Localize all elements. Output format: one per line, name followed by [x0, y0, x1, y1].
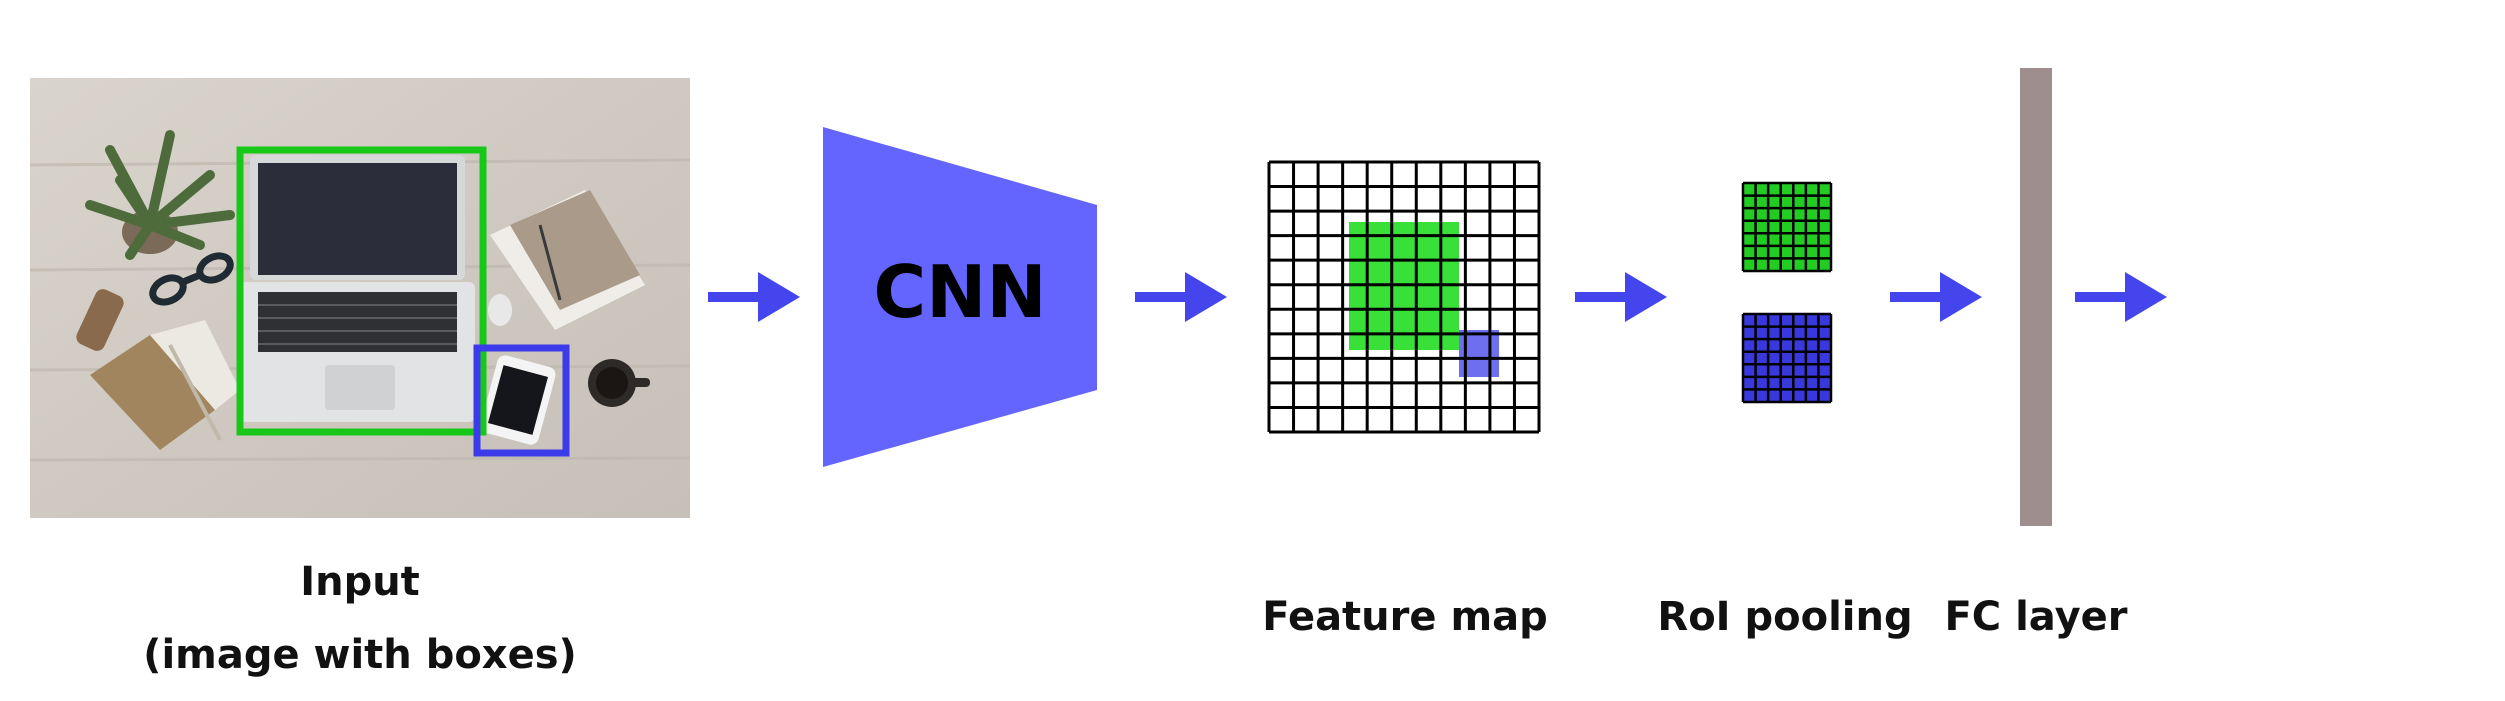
- arrow-5-icon: [2075, 272, 2167, 322]
- fc-layer-caption: FC layer: [1944, 594, 2127, 640]
- input-caption-line1: Input: [300, 559, 420, 605]
- input-caption-line2: (image with boxes): [143, 632, 577, 678]
- glasses-icon: [149, 252, 234, 306]
- fc-layer-bar: [2020, 68, 2052, 526]
- feature-map-caption: Feature map: [1262, 594, 1548, 640]
- roi-pooling-caption: RoI pooling: [1657, 594, 1912, 640]
- phone-icon: [480, 355, 556, 445]
- cnn-block: [823, 127, 1097, 467]
- arrow-4-icon: [1890, 272, 1982, 322]
- feature-map: [1267, 160, 1541, 434]
- arrow-2-icon: [1135, 272, 1227, 322]
- coffee-cup-icon: [588, 359, 650, 407]
- input-image: [29, 78, 691, 518]
- stamp-icon: [76, 289, 124, 351]
- plant-icon: [85, 130, 235, 260]
- arrow-3-icon: [1575, 272, 1667, 322]
- arrow-1-icon: [708, 272, 800, 322]
- roi-pooling-blue: [1741, 312, 1833, 404]
- roi-pooling-green: [1741, 181, 1833, 273]
- laptop-icon: [240, 155, 475, 422]
- laptop-bounding-box: [236, 146, 487, 436]
- mouse-icon: [488, 294, 512, 326]
- spiral-notebook-icon: [490, 190, 645, 330]
- phone-bounding-box: [473, 344, 570, 457]
- cnn-label: CNN: [873, 250, 1046, 334]
- notebook-icon: [90, 320, 240, 450]
